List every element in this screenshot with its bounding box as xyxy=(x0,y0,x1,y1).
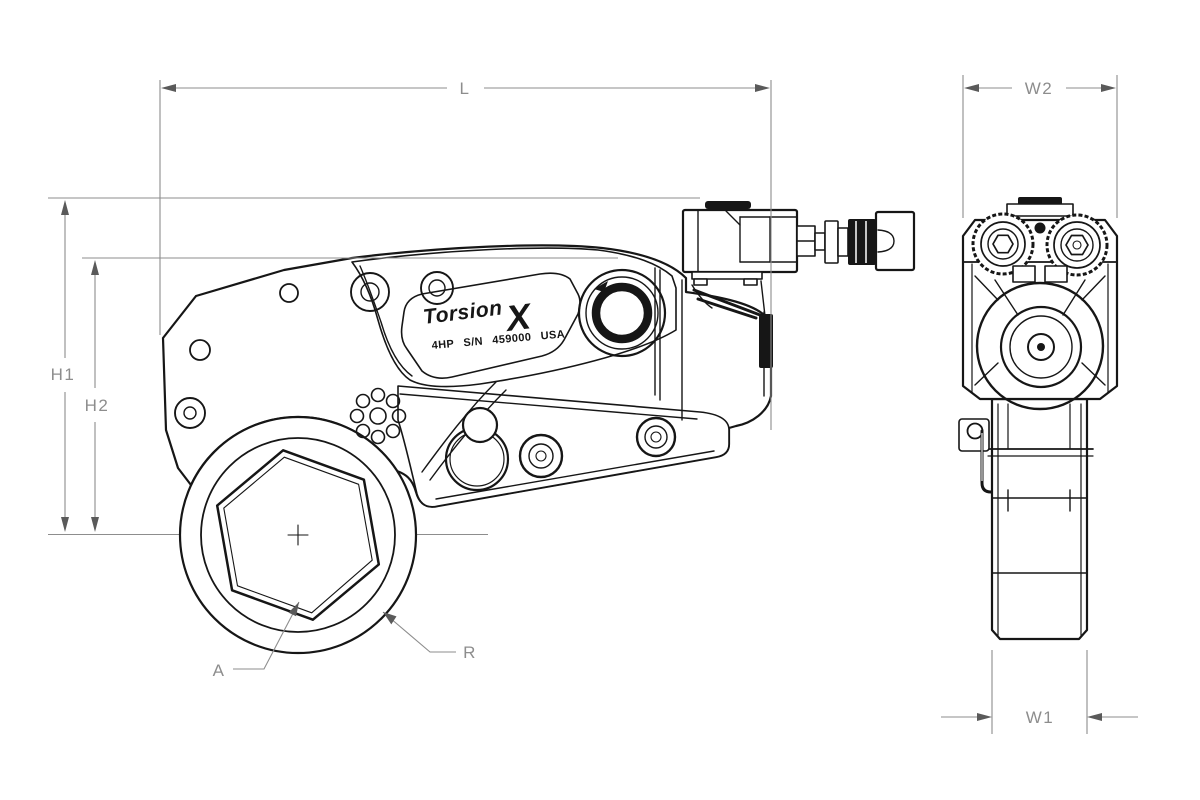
leader-R: R xyxy=(382,611,477,662)
dim-label-W1: W1 xyxy=(1026,708,1055,727)
coupler-stack xyxy=(796,210,916,272)
cylinder-bore xyxy=(975,281,1105,411)
swivel-top-tab xyxy=(705,201,751,209)
end-top-tab xyxy=(1006,197,1074,217)
button-screws xyxy=(518,416,677,479)
dimension-W1: W1 xyxy=(941,650,1138,734)
dim-label-H2: H2 xyxy=(85,396,110,415)
dimension-L: L xyxy=(159,79,772,430)
leader-label-R: R xyxy=(463,643,477,662)
retaining-clip xyxy=(958,418,993,494)
dimension-H1: H1 xyxy=(48,197,700,532)
port-boss xyxy=(759,314,773,368)
hex-cassette xyxy=(178,415,418,655)
reaction-body xyxy=(990,397,1089,641)
side-view: Torsion X 4HP S/N 459000 USA xyxy=(161,201,916,655)
leader-label-A: A xyxy=(213,661,226,680)
retainer-ring xyxy=(444,406,510,492)
dim-label-L: L xyxy=(460,79,471,98)
plate-screws xyxy=(174,271,454,429)
dim-label-W2: W2 xyxy=(1025,79,1054,98)
dimension-W2: W2 xyxy=(962,75,1118,218)
end-view xyxy=(958,197,1119,641)
nameplate: Torsion X 4HP S/N 459000 USA xyxy=(400,272,581,379)
drive-boss xyxy=(577,268,667,358)
cylinder-end xyxy=(654,267,773,421)
leader-A: A xyxy=(213,601,300,680)
dimension-H2: H2 xyxy=(82,257,618,532)
center-screw xyxy=(1034,222,1046,234)
threaded-section xyxy=(848,219,876,265)
end-couplers xyxy=(971,212,1109,283)
swivel-block xyxy=(681,201,799,320)
male-coupler xyxy=(874,210,916,272)
dim-label-H1: H1 xyxy=(51,365,76,384)
spring-washer-cluster xyxy=(349,387,407,445)
